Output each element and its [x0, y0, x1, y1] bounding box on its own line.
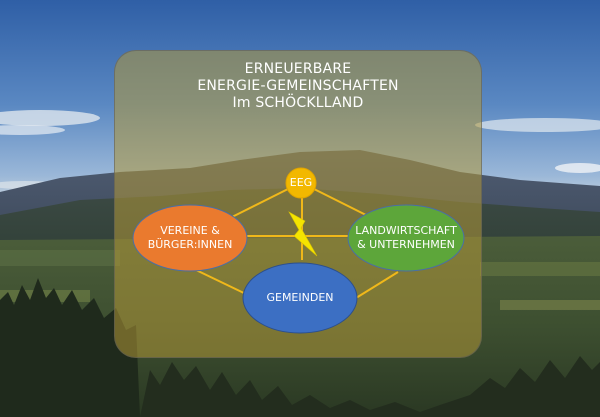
landwirtschaft-label-line-2: & UNTERNEHMEN [346, 238, 466, 252]
eeg-label-text: EEG [281, 176, 321, 190]
vereine-label-line-2: BÜRGER:INNEN [134, 238, 246, 252]
connector-left-bottom [196, 270, 248, 295]
landwirtschaft-label-line-1: LANDWIRTSCHAFT [346, 224, 466, 238]
connector-right-bottom [356, 272, 398, 298]
node-landwirtschaft-label: LANDWIRTSCHAFT & UNTERNEHMEN [346, 224, 466, 252]
gemeinden-label-text: GEMEINDEN [250, 291, 350, 305]
vereine-label-line-1: VEREINE & [134, 224, 246, 238]
node-gemeinden-label: GEMEINDEN [250, 291, 350, 305]
connector-eeg-left [226, 188, 290, 220]
node-eeg-label: EEG [281, 176, 321, 190]
node-vereine-label: VEREINE & BÜRGER:INNEN [134, 224, 246, 252]
